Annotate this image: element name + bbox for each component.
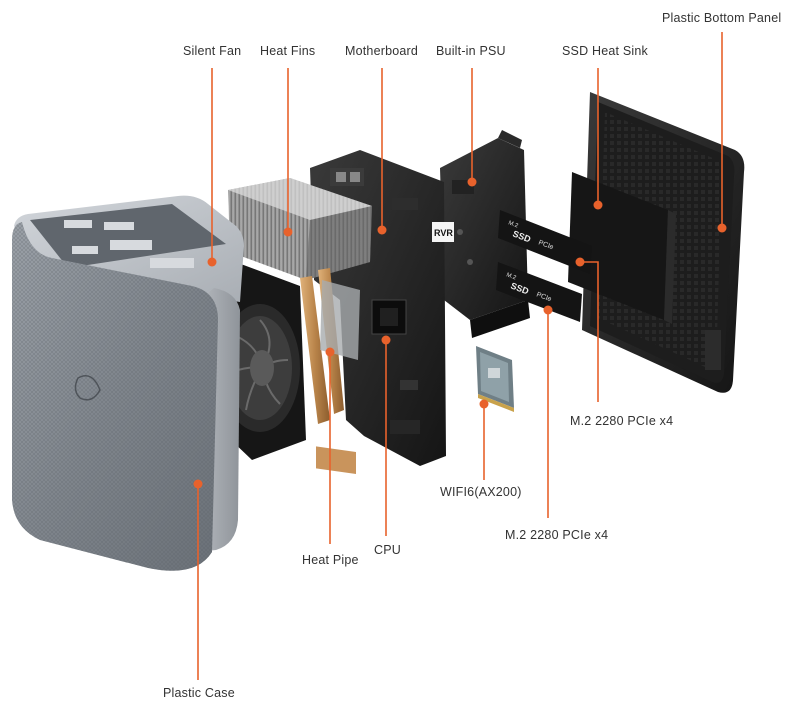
m2-lower-dot bbox=[543, 305, 553, 315]
label-m2-lower: M.2 2280 PCIe x4 bbox=[505, 528, 609, 542]
heat-pipe-dot bbox=[325, 347, 335, 357]
board-logo-text: RVR bbox=[434, 228, 453, 238]
m2-ssd-lower: M.2 SSD PCIe bbox=[496, 262, 582, 322]
m2-upper-leader bbox=[580, 261, 599, 402]
wifi-dot bbox=[479, 399, 489, 409]
ssd-heat-sink bbox=[568, 172, 676, 324]
label-silent-fan: Silent Fan bbox=[183, 44, 242, 58]
label-cpu: CPU bbox=[374, 543, 401, 557]
motherboard-dot bbox=[377, 225, 387, 235]
label-plastic-case: Plastic Case bbox=[163, 686, 235, 700]
m2-upper-dot bbox=[575, 257, 585, 267]
heat-pipe bbox=[300, 268, 360, 475]
ssd-m2-text: M.2 bbox=[505, 272, 517, 281]
heat-fins-dot bbox=[283, 227, 293, 237]
plastic-case bbox=[12, 195, 244, 571]
cpu-dot bbox=[381, 335, 391, 345]
label-wifi: WIFI6(AX200) bbox=[440, 485, 522, 499]
psu-dot bbox=[467, 177, 477, 187]
label-heat-pipe: Heat Pipe bbox=[302, 553, 359, 567]
label-heat-fins: Heat Fins bbox=[260, 44, 316, 58]
callout-leaders bbox=[193, 32, 727, 680]
label-plastic-bottom-panel: Plastic Bottom Panel bbox=[662, 11, 782, 25]
label-m2-upper: M.2 2280 PCIe x4 bbox=[570, 414, 674, 428]
case-logo-icon bbox=[74, 375, 101, 401]
ssd-heat-sink-dot bbox=[593, 200, 603, 210]
plastic-case-dot bbox=[193, 479, 203, 489]
m2-ssd-upper: M.2 SSD PCIe bbox=[498, 210, 592, 274]
heat-fins bbox=[228, 178, 372, 280]
silent-fan-dot bbox=[207, 257, 217, 267]
label-ssd-heat-sink: SSD Heat Sink bbox=[562, 44, 648, 58]
wifi-card bbox=[476, 346, 514, 412]
label-built-in-psu: Built-in PSU bbox=[436, 44, 506, 58]
board-logo-badge bbox=[432, 222, 454, 242]
label-motherboard: Motherboard bbox=[345, 44, 419, 58]
ssd-m2-text: M.2 bbox=[507, 220, 519, 229]
bottom-panel-dot bbox=[717, 223, 727, 233]
